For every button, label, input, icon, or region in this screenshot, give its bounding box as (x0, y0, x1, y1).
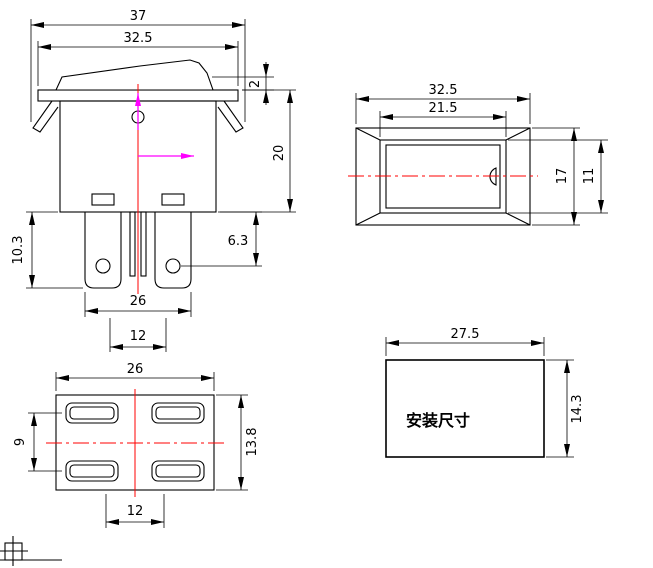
keyway-notch (489, 167, 497, 186)
dim-bottom-width: 26 (55, 362, 215, 391)
dim-rocker-height: 2 (212, 62, 274, 105)
dim-bottom-height: 13.8 (216, 394, 260, 491)
right-terminal-hole (165, 258, 181, 274)
dim-terminal-span: 26 (84, 292, 192, 317)
terminal-slot-inner (155, 406, 201, 420)
right-mounting-wing (217, 100, 244, 133)
dim-text-top-inner-width: 21.5 (429, 101, 458, 116)
dim-hole-offset: 6.3 (181, 211, 262, 267)
terminal-slot (65, 460, 119, 482)
dim-terminal-length: 10.3 (11, 211, 83, 289)
mounting-cutout-rect (385, 359, 545, 458)
dim-row-pitch: 9 (13, 412, 62, 472)
terminal-slot-inner (69, 464, 115, 478)
dim-top-inner-height: 11 (508, 139, 608, 214)
left-window (91, 193, 115, 206)
dim-text-bottom-width: 26 (127, 362, 144, 377)
dim-text-body-height: 20 (272, 145, 287, 162)
dim-front-overall-width: 37 (30, 9, 246, 122)
dim-mounting-height: 14.3 (546, 359, 585, 458)
sheet-corner-mark (0, 536, 62, 566)
chamfer-line (355, 212, 381, 226)
chamfer-line (505, 127, 531, 141)
chamfer-line (355, 127, 381, 141)
dim-front-bezel-width: 32.5 (37, 31, 239, 86)
mounting-label: 安装尺寸 (406, 411, 470, 430)
dim-top-inner-width: 21.5 (379, 101, 507, 137)
dim-text-terminal-pitch: 12 (130, 329, 147, 344)
rocker-actuator (55, 59, 214, 91)
right-window (161, 193, 185, 206)
dim-text-rocker-height: 2 (248, 80, 263, 88)
left-terminal-hole (95, 258, 111, 274)
bottom-view: 26 9 13.8 12 (13, 362, 260, 528)
terminal-slot (65, 402, 119, 424)
dim-text-slot-pitch: 12 (127, 504, 144, 519)
dim-text-terminal-span: 26 (130, 294, 147, 309)
dim-text-mounting-width: 27.5 (451, 327, 480, 342)
dim-top-outer-height: 17 (532, 127, 580, 226)
dim-text-terminal-length: 10.3 (11, 236, 26, 265)
dim-text-top-inner-height: 11 (582, 168, 597, 185)
terminal-slot-inner (155, 464, 201, 478)
mounting-view: 安装尺寸 27.5 14.3 (385, 327, 585, 458)
center-terminal-left (129, 211, 136, 277)
dim-body-height: 20 (220, 89, 296, 213)
terminal-slot-inner (69, 406, 115, 420)
direction-arrows (135, 93, 194, 159)
front-view: 37 32.5 2 20 10.3 (11, 9, 296, 352)
top-view: 32.5 21.5 17 11 (348, 83, 608, 226)
center-terminal-right (140, 211, 147, 277)
dim-text-top-outer-width: 32.5 (429, 83, 458, 98)
terminal-slot (151, 402, 205, 424)
dim-mounting-width: 27.5 (385, 327, 545, 356)
right-terminal (154, 212, 192, 289)
dim-top-outer-width: 32.5 (355, 83, 531, 124)
dim-text-overall-width: 37 (130, 9, 147, 24)
dim-text-hole-offset: 6.3 (228, 234, 249, 249)
dim-terminal-pitch: 12 (109, 318, 167, 352)
dim-text-top-outer-height: 17 (555, 168, 570, 185)
terminal-slot (151, 460, 205, 482)
dim-slot-pitch: 12 (105, 494, 165, 528)
dim-text-row-pitch: 9 (13, 438, 28, 446)
left-mounting-wing (32, 100, 59, 133)
left-terminal (84, 212, 122, 289)
dim-text-bezel-width: 32.5 (124, 31, 153, 46)
chamfer-line (505, 212, 531, 226)
dim-text-bottom-height: 13.8 (245, 428, 260, 457)
dim-text-mounting-height: 14.3 (570, 395, 585, 424)
